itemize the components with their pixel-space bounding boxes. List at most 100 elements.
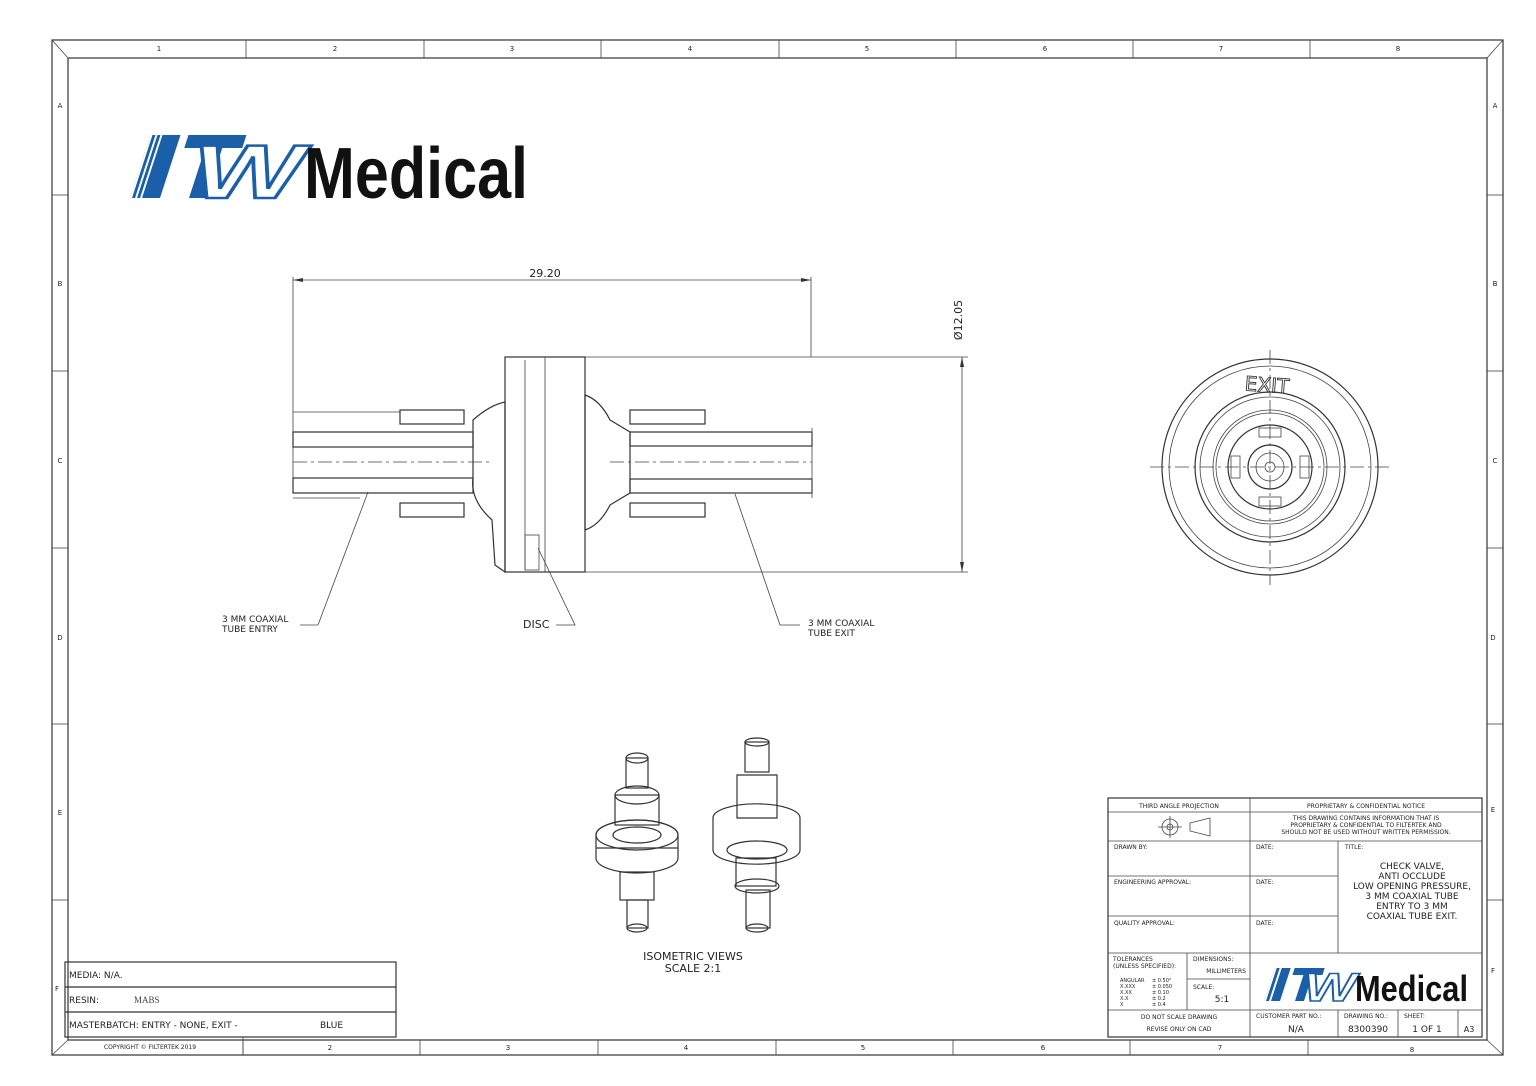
tolerance-angular-key: ANGULAR (1120, 978, 1145, 984)
resin-label: RESIN: (69, 996, 99, 1006)
zone-row-d: D (57, 634, 62, 642)
zone-col-6-bottom: 6 (1041, 1044, 1046, 1052)
tolerance-xx-key: X.X (1120, 996, 1129, 1002)
tolerance-xxxx-key: X.XXX (1120, 984, 1136, 990)
exit-embossed-label: EXIT (1244, 371, 1291, 398)
logo-name: Medical (304, 134, 528, 214)
zone-row-c-right: C (1493, 457, 1498, 465)
drawn-by-label: DRAWN BY: (1114, 844, 1147, 851)
sheet-value: 1 OF 1 (1412, 1025, 1441, 1035)
title-line-4: 3 MM COAXIAL TUBE (1365, 892, 1458, 902)
sheet-size: A3 (1464, 1025, 1475, 1034)
tolerance-xxxx-value: ± 0.050 (1152, 984, 1172, 990)
copyright: COPYRIGHT © FILTERTEK 2019 (104, 1044, 196, 1051)
revise-note: REVISE ONLY ON CAD (1147, 1026, 1212, 1033)
zone-col-4-bottom: 4 (684, 1044, 689, 1052)
engineering-approval-label: ENGINEERING APPROVAL: (1114, 879, 1191, 886)
zone-col-5-bottom: 5 (861, 1044, 865, 1052)
engineering-date-label: DATE: (1256, 879, 1274, 886)
zone-row-b-right: B (1493, 280, 1498, 288)
exit-label-line2: TUBE EXIT (807, 629, 855, 639)
zone-row-f: F (55, 985, 59, 993)
zone-row-b: B (58, 280, 63, 288)
zone-row-d-right: D (1490, 634, 1495, 642)
zone-col-3-bottom: 3 (506, 1044, 510, 1052)
length-dimension: 29.20 (529, 267, 561, 280)
zone-row-e-right: E (1491, 806, 1495, 814)
svg-text:W: W (193, 130, 313, 215)
title-line-6: COAXIAL TUBE EXIT. (1367, 912, 1458, 922)
isometric-view-2 (712, 737, 801, 933)
zone-col-4: 4 (688, 45, 693, 53)
media-row: MEDIA: N/A. (69, 971, 123, 981)
projection-label: THIRD ANGLE PROJECTION (1138, 803, 1219, 810)
sheet-label: SHEET: (1404, 1013, 1425, 1020)
title-line-2: ANTI OCCLUDE (1378, 872, 1446, 882)
customer-part-label: CUSTOMER PART NO.: (1256, 1013, 1321, 1020)
tolerance-x-value: ± 0.4 (1152, 1002, 1166, 1008)
scale-value: 5:1 (1215, 995, 1229, 1005)
diameter-dimension: Ø12.05 (952, 300, 965, 340)
drawing-frame: 1 2 3 4 5 6 7 8 2 3 4 5 6 7 8 A B C D E … (51, 39, 1504, 1056)
tolerance-angular-value: ± 0.50° (1152, 978, 1172, 984)
isometric-view-1 (595, 752, 679, 933)
quality-approval-label: QUALITY APPROVAL: (1114, 920, 1175, 927)
zone-row-a-right: A (1493, 102, 1498, 110)
zone-col-7-bottom: 7 (1218, 1044, 1222, 1052)
tolerances-label-2: (UNLESS SPECIFIED): (1113, 963, 1176, 970)
dimensions-label: DIMENSIONS: (1193, 956, 1233, 963)
quality-date-label: DATE: (1256, 920, 1274, 927)
exit-label-line1: 3 MM COAXIAL (808, 619, 874, 629)
drawn-date-label: DATE: (1256, 844, 1274, 851)
itw-medical-logo: W Medical (130, 129, 528, 216)
do-not-scale-note: DO NOT SCALE DRAWING (1141, 1014, 1218, 1021)
notice-title: PROPRIETARY & CONFIDENTIAL NOTICE (1307, 803, 1425, 810)
zone-row-f-right: F (1491, 967, 1495, 975)
isometric-views: ISOMETRIC VIEWS SCALE 2:1 (595, 737, 801, 975)
third-angle-projection-icon (1158, 816, 1211, 838)
tolerance-xxx-key: X.XX (1120, 990, 1132, 996)
title-block-logo-name: Medical (1355, 968, 1468, 1009)
title-block: THIRD ANGLE PROJECTION PROPRIETARY & CON… (1107, 797, 1483, 1038)
isometric-scale: SCALE 2:1 (665, 962, 721, 975)
drawing-no-label: DRAWING NO.: (1344, 1013, 1388, 1020)
zone-row-a: A (58, 102, 63, 110)
title-line-3: LOW OPENING PRESSURE, (1353, 882, 1471, 892)
notice-line-3: SHOULD NOT BE USED WITHOUT WRITTEN PERMI… (1281, 829, 1450, 836)
material-table: MEDIA: N/A. RESIN: MABS MASTERBATCH: ENT… (64, 961, 397, 1055)
notice-line-1: THIS DRAWING CONTAINS INFORMATION THAT I… (1292, 815, 1440, 822)
tolerance-xx-value: ± 0.2 (1152, 996, 1166, 1002)
zone-row-c: C (58, 457, 63, 465)
zone-col-8: 8 (1396, 45, 1400, 53)
zone-row-e: E (58, 809, 62, 817)
end-view: EXIT (1150, 350, 1390, 585)
entry-label-line2: TUBE ENTRY (221, 625, 278, 635)
isometric-title: ISOMETRIC VIEWS (643, 950, 743, 963)
drawing-no-value: 8300390 (1348, 1025, 1388, 1035)
scale-label: SCALE: (1193, 984, 1214, 991)
zone-col-8-bottom: 8 (1410, 1046, 1414, 1054)
notice-line-2: PROPRIETARY & CONFIDENTIAL TO FILTERTEK … (1290, 822, 1442, 829)
tolerance-x-key: X (1120, 1002, 1124, 1008)
zone-col-6: 6 (1043, 45, 1048, 53)
zone-col-2: 2 (333, 45, 337, 53)
entry-label-line1: 3 MM COAXIAL (222, 615, 288, 625)
tolerance-xxx-value: ± 0.10 (1152, 990, 1169, 996)
masterbatch-value: BLUE (320, 1021, 343, 1031)
zone-col-2-bottom: 2 (328, 1044, 332, 1052)
customer-part-value: N/A (1288, 1025, 1305, 1035)
zone-col-7: 7 (1219, 45, 1223, 53)
title-line-5: ENTRY TO 3 MM (1376, 902, 1448, 912)
title-label: TITLE: (1344, 844, 1363, 851)
svg-text:W: W (1304, 966, 1360, 1010)
masterbatch-label: MASTERBATCH: ENTRY - NONE, EXIT - (69, 1021, 238, 1031)
zone-col-1: 1 (157, 45, 161, 53)
title-line-1: CHECK VALVE, (1380, 862, 1444, 872)
section-view: 29.20 Ø12.05 3 MM COAXI (221, 267, 968, 639)
disc-label: DISC (523, 618, 550, 631)
zone-col-5: 5 (865, 45, 869, 53)
tolerances-label-1: TOLERANCES (1112, 956, 1153, 963)
zone-col-3: 3 (510, 45, 514, 53)
dimensions-value: MILLIMETERS (1206, 968, 1246, 975)
